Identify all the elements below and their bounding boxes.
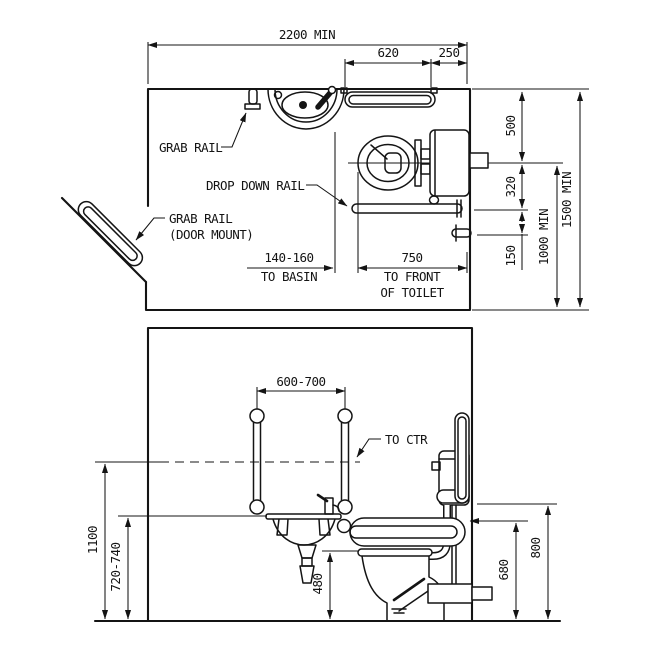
seat-hinge [414,139,422,187]
label-grab-rail: GRAB RAIL [159,140,222,155]
basin-trap [297,544,317,559]
drain-hole [299,101,307,109]
dim-droprail-h: 680 [496,559,511,580]
dim-basin-gap: 140-160 [264,250,313,265]
dim-toilet-front: 750 [401,250,422,265]
toilet-bowl [357,135,419,191]
pan-front [361,555,388,622]
dim-overall-width: 2200 MIN [279,27,335,42]
tap-lever [315,90,333,110]
dim-toilet-front-label1: TO FRONT [384,269,441,284]
flush-button [431,461,441,471]
dim-rail-to-holder: 150 [503,245,518,266]
elevation-view: 600-700 TO CTR 1100 720-740 480 680 800 [85,326,562,623]
rear-grab-rail-plan [340,87,438,108]
plan-dimensions: 2200 MIN 620 250 500 320 150 1000 MIN [147,27,589,311]
dim-ctr-to-wall: 1000 MIN [536,209,551,265]
label-to-ctr: TO CTR [385,432,428,447]
plan-view: 2200 MIN 620 250 500 320 150 1000 MIN [60,27,589,312]
tap-hole [273,90,283,100]
drop-down-rail-elevation [336,517,466,547]
dim-basin-gap-label: TO BASIN [261,269,317,284]
dim-rail-spacing: 600-700 [276,374,325,389]
plan-walls [144,87,472,312]
cistern-plan [429,129,470,197]
dim-rail-h: 800 [528,537,543,558]
vertical-grab-rail-right [337,408,353,515]
dim-toilet-front-label2: OF TOILET [380,285,444,300]
label-door-rail-1: GRAB RAIL [169,211,232,226]
door-grab-rail [77,200,144,267]
elevation-dimensions: 600-700 TO CTR 1100 720-740 480 680 800 [85,374,557,620]
dim-wall-to-ctr: 500 [503,115,518,136]
toilet-plan [348,129,563,205]
dim-rail-ctr-h: 1100 [85,526,100,554]
elevation-walls [146,326,474,623]
wall-grab-rail-plan [244,88,261,110]
tap-elevation [324,497,334,515]
tap-cap [327,85,337,95]
vertical-grab-rail-left [249,408,265,515]
drop-down-rail-plan [351,199,463,218]
roll-holder-plan [451,224,472,242]
label-drop-down-rail: DROP DOWN RAIL [206,178,304,193]
dim-rail-len: 620 [377,45,398,60]
dim-seat-h: 480 [310,573,325,594]
basin-plan [267,85,345,130]
dim-depth: 1500 MIN [559,172,574,228]
wall-duct [469,152,489,169]
toilet-elevation [357,412,493,622]
label-door-rail-2: (DOOR MOUNT) [169,227,253,242]
soil-pipe [427,583,473,604]
dim-ctr-to-rail: 320 [503,176,518,197]
door-leaf [60,196,148,284]
plan-labels: GRAB RAIL DROP DOWN RAIL GRAB RAIL (DOOR… [135,112,348,242]
inlet-valve [428,195,440,205]
toilet-wall-rail [454,412,470,504]
dim-basin-h: 720-740 [108,542,123,591]
toilet-seat [357,548,433,557]
dim-rail-gap: 250 [438,45,459,60]
